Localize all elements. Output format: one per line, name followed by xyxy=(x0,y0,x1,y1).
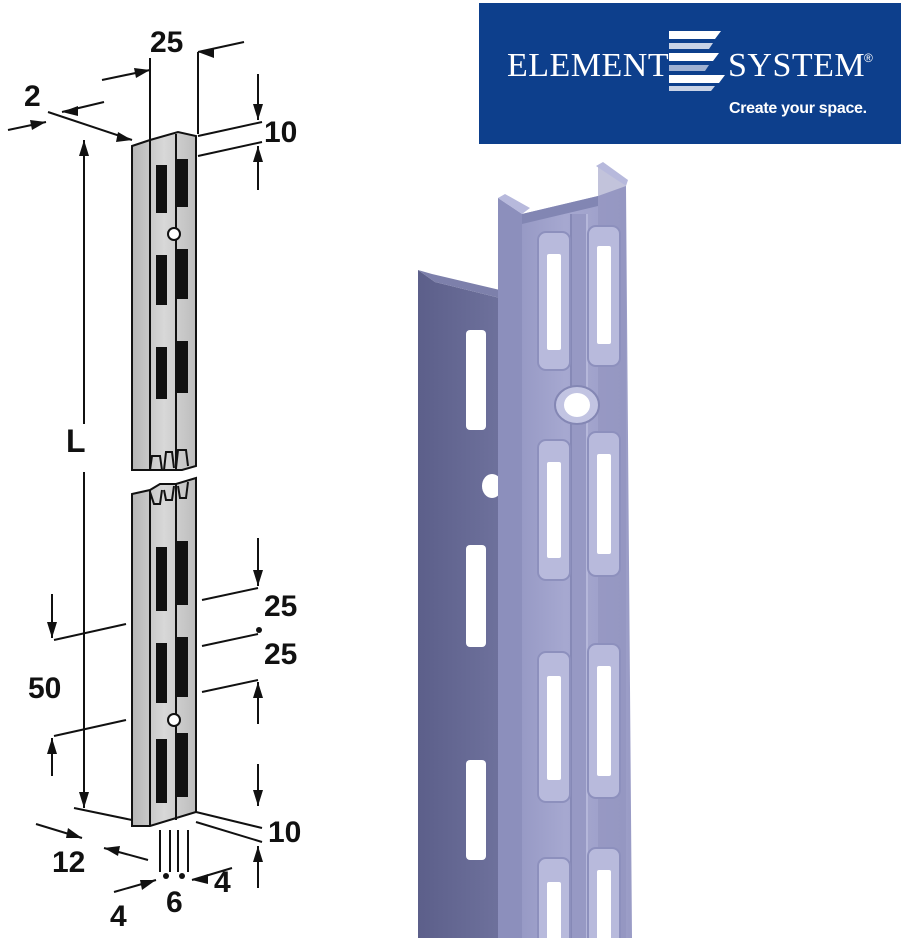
upright-profile-drawing xyxy=(7,41,263,893)
brand-tagline: Create your space. xyxy=(729,100,867,117)
dim-slot-spacing: 50 xyxy=(28,672,61,705)
brand-wordmark: ELEMENT SYSTEM xyxy=(507,47,865,85)
dim-top-offset: 10 xyxy=(264,116,297,149)
dim-center-gap: 6 xyxy=(166,886,183,919)
dim-bottom-offset: 10 xyxy=(268,816,301,849)
upright-render xyxy=(418,162,632,938)
side-slot xyxy=(466,330,486,430)
stacked-stripes-E-icon xyxy=(669,31,725,91)
brand-logo: ELEMENT SYSTEM ® Create your space. xyxy=(479,3,901,144)
dim-wall-thickness: 2 xyxy=(24,80,41,113)
dim-pitch-a: 25 xyxy=(264,590,297,623)
dim-top-width: 25 xyxy=(150,26,183,59)
front-slot-pair xyxy=(537,643,621,803)
side-slot xyxy=(466,760,486,860)
mounting-hole xyxy=(554,385,600,425)
dim-slot-width-left: 4 xyxy=(110,900,127,933)
front-slot-pair xyxy=(537,847,621,938)
dim-slot-width-right: 4 xyxy=(214,866,231,899)
front-slot-pair xyxy=(537,431,621,581)
upright-side-flange xyxy=(418,270,500,938)
front-slot-pair xyxy=(537,225,621,371)
dim-length: L xyxy=(66,423,86,459)
dim-pitch-b: 25 xyxy=(264,638,297,671)
side-slot xyxy=(466,545,486,647)
dimension-arrows xyxy=(30,48,263,890)
brand-word-left: ELEMENT xyxy=(507,47,670,84)
registered-mark: ® xyxy=(864,51,873,65)
side-hole xyxy=(482,474,502,498)
brand-word-right: SYSTEM xyxy=(728,47,866,84)
dim-depth: 12 xyxy=(52,846,85,879)
